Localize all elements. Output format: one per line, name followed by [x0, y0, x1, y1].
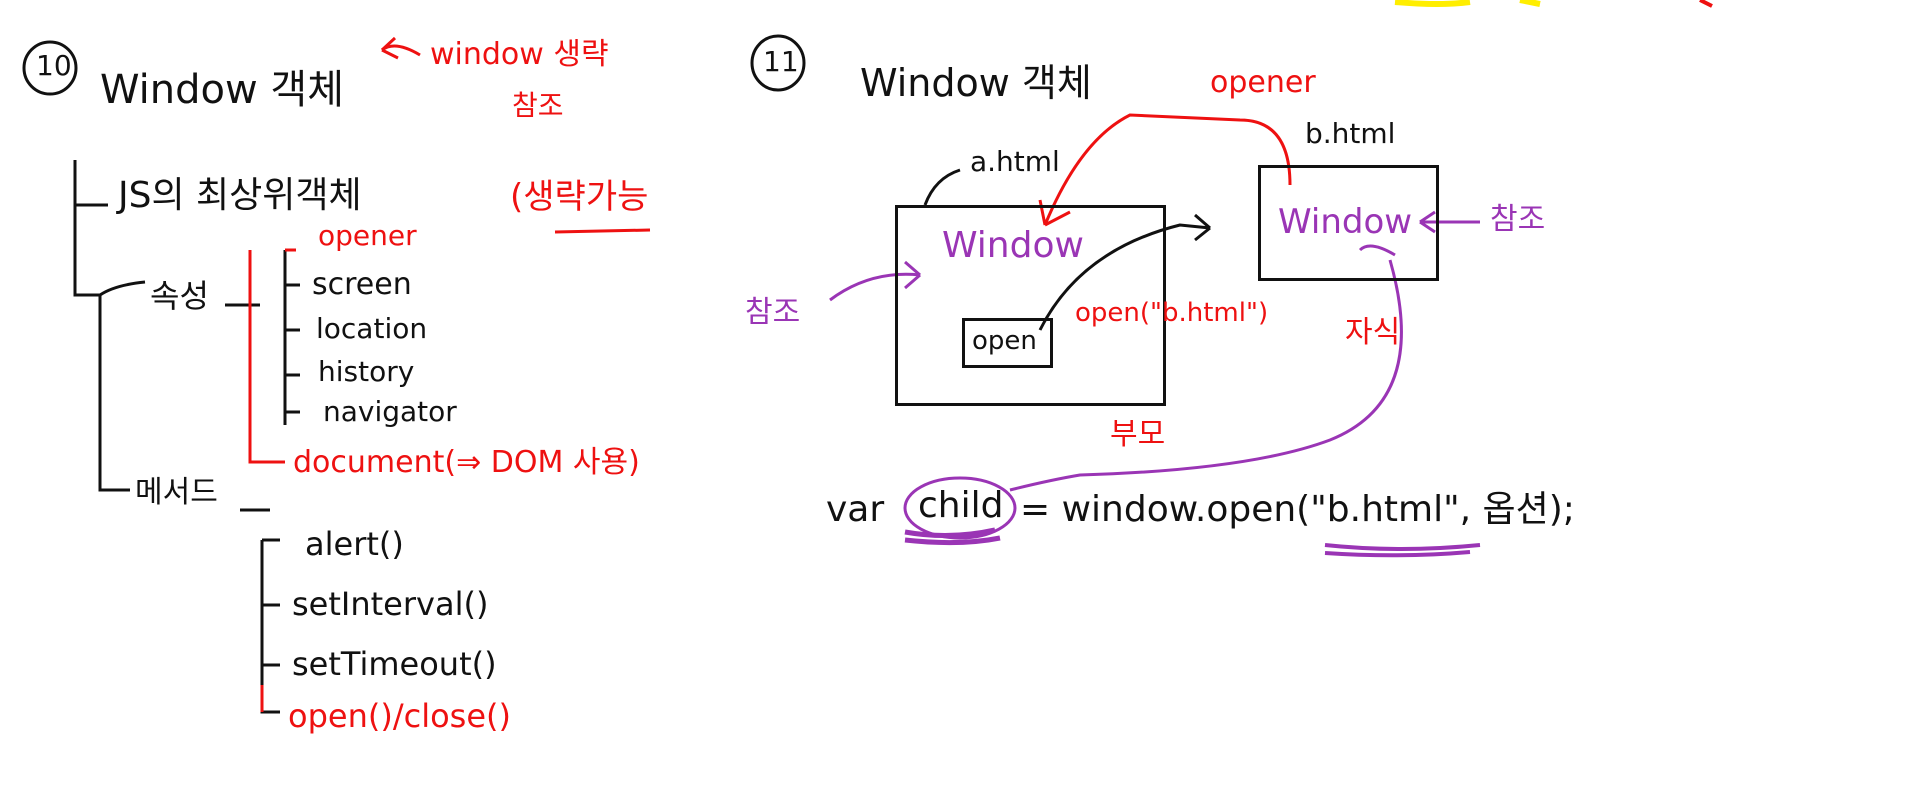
section-number-10: 10: [36, 49, 72, 82]
child-circle: [903, 476, 1017, 540]
b-window-label: Window: [1278, 202, 1413, 242]
methods-bracket: [260, 540, 280, 714]
properties-label: 속성: [150, 277, 209, 315]
method-alert: alert(): [305, 525, 404, 563]
parent-label: 부모: [1110, 417, 1166, 452]
code-var: var: [826, 489, 885, 530]
property-navigator: navigator: [323, 395, 457, 428]
right-title: Window 객체: [860, 61, 1092, 105]
title-note: window 생략: [430, 37, 609, 72]
open-arrow: [1038, 223, 1211, 331]
red-mark: [1699, 0, 1713, 8]
open-call-label: open("b.html"): [1075, 298, 1269, 328]
child-label: 자식: [1345, 315, 1401, 350]
property-document: document(⇒ DOM 사용): [293, 445, 640, 480]
opener-label: opener: [1210, 65, 1316, 100]
number-circle-10: [22, 40, 78, 96]
b-file-label: b.html: [1305, 117, 1396, 150]
open-button-label: open: [972, 326, 1037, 356]
property-screen: screen: [312, 267, 412, 302]
number-circle-11: [750, 34, 806, 92]
title-note-2: 참조: [512, 89, 564, 122]
left-title: Window 객체: [100, 67, 345, 113]
b-html-window-box: [1258, 165, 1439, 281]
a-html-window-box: [895, 205, 1166, 406]
left-ref-arrow: [829, 272, 921, 302]
code-rest: = window.open("b.html", 옵션);: [1020, 489, 1575, 530]
right-ref-label: 참조: [1490, 202, 1546, 237]
highlight-stroke: [1394, 0, 1471, 7]
property-location: location: [316, 312, 428, 345]
open-button-box[interactable]: [962, 318, 1053, 368]
tree-sub-branch: [98, 295, 130, 492]
opener-arrow: [1043, 113, 1292, 226]
tree-main-branch: [73, 160, 100, 297]
property-opener: opener: [318, 219, 417, 252]
a-window-label: Window: [942, 225, 1084, 266]
js-note: (생략가능: [510, 177, 649, 217]
section-number-11: 11: [763, 45, 799, 78]
method-open-close: open()/close(): [288, 697, 511, 735]
code-child: child: [918, 485, 1004, 526]
methods-label: 메서드: [135, 475, 218, 510]
js-top-object-line: JS의 최상위객체: [118, 175, 362, 216]
highlight-stroke: [1519, 0, 1541, 7]
method-setinterval: setInterval(): [292, 585, 489, 623]
left-ref-label: 참조: [745, 295, 801, 330]
a-file-label: a.html: [970, 145, 1060, 178]
child-link-curve: [1009, 259, 1403, 492]
method-settimeout: setTimeout(): [292, 645, 497, 683]
property-history: history: [318, 355, 415, 388]
